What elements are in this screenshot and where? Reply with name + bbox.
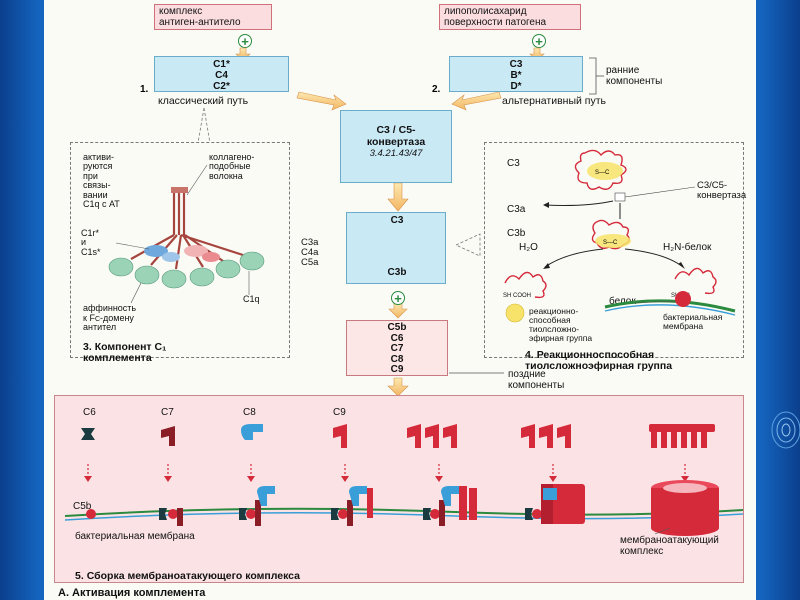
fc-affinity-text: аффинность к F [83,303,137,323]
panel4-number: 4. [525,349,534,362]
convertase-title: C3 / C5- конвертаза [366,124,426,148]
mac-c7-label: C7 [161,407,174,418]
alternative-pathway-label: альтернативный путь [502,95,606,107]
p4-membrane-legend: бактериальная мембрана [663,312,723,331]
classical-pathway-label: классический путь [158,95,249,107]
late-plus-icon: + [391,291,405,305]
panel3-title: Компонент C₁ комплемента [83,341,167,365]
fc-affinity-rest: -домену антител [83,312,134,333]
ripple-icon [771,411,800,449]
c1q-label: C1q [243,294,260,304]
panel4-title: Реакционноспособная тиолсложноэфирная гр… [525,349,673,373]
p4-thioester-legend: реакционно- способная тиолсложно- эфирна… [529,306,593,343]
p4-h2n-label: H₂N-белок [663,242,712,253]
p4-convertase-label: C3/C5- конвертаза [697,180,747,201]
c3-box: C3 C3b [346,212,446,284]
mac-c9-label: C9 [333,407,346,418]
late-components-label: поздние компоненты [508,369,565,391]
mac-c8-label: C8 [243,407,256,418]
p4-protein-label: белок [609,296,636,307]
thioester-illustration: S—C S—C [504,149,736,323]
c1-molecule-illustration [108,164,265,304]
figure-canvas: комплекс антиген-антитело липополисахари… [44,0,756,600]
panel-c1-component: активи- руются при связы- вании C1q с АТ… [70,142,290,364]
c3-fragments-side: C3a C4a C5a [301,237,319,268]
panel5-title: Сборка мембраноатакующего комплекса [86,570,300,583]
p4-c3a-label: C3a [507,204,526,215]
panel3-number: 3. [83,341,92,354]
alternative-components-box: C3 B* D* [449,56,583,92]
c3b-label: C3b [387,267,407,278]
c3-label: C3 [390,215,404,226]
panel5-caption: 5. Сборка мембраноатакующего комплекса [75,560,300,582]
panel-mac-assembly: C6 C7 C8 C9 C5b бактериальная мембрана м… [54,395,744,583]
fc-affinity-label: аффинность к FC-домену антител [83,295,136,333]
panel5-number: 5. [75,570,84,583]
classical-number: 1. [140,84,149,95]
mac-membrane-label: бактериальная мембрана [75,531,195,542]
mac-c6-label: C6 [83,407,96,418]
convertase-box: C3 / C5- конвертаза 3.4.21.43/47 [340,110,452,183]
mac-assembly-illustration [64,424,744,536]
p4-c3b-label: C3b [507,228,526,239]
early-components-label: ранние компоненты [606,65,663,87]
activation-plus-icon: + [238,34,252,48]
p4-h2o-label: H₂O [519,242,538,253]
fc-subscript: C [94,315,100,323]
mac-c5b-label: C5b [73,501,92,512]
p4-sc-mid: S—C [603,240,618,246]
activation-plus-icon: + [532,34,546,48]
p4-sc-top: S—C [595,170,610,176]
classical-components-box: C1* C4 C2* [154,56,289,92]
convertase-ec-number: 3.4.21.43/47 [369,148,423,160]
figure-footer-title: А. Активация комплемента [58,587,206,599]
collagen-fibers-label: коллагено- подобные волокна [209,152,255,181]
panel-thioester: C3 C3/C5- конвертаза C3a C3b H₂O H₂N-бел… [484,142,747,372]
trigger-lipopolysaccharide: липополисахарид поверхности патогена [439,4,581,30]
trigger-antigen-antibody: комплекс антиген-антитело [154,4,272,30]
p4-sh-cooh-label: SH COOH [503,293,532,299]
p4-c3-label: C3 [507,158,520,169]
c1r-c1s-label: C1r* и C1s* [81,228,101,257]
panel3-caption: 3. Компонент C₁ комплемента [83,331,166,364]
panel4-caption: 4. Реакционноспособная тиолсложноэфирная… [525,339,672,372]
activated-note: активи- руются при связы- вании C1q с АТ [83,152,120,210]
late-components-box: C5b C6 C7 C8 C9 [346,320,448,376]
mac-complex-label: мембраноатакующий комплекс [620,535,719,557]
alternative-number: 2. [432,84,441,95]
